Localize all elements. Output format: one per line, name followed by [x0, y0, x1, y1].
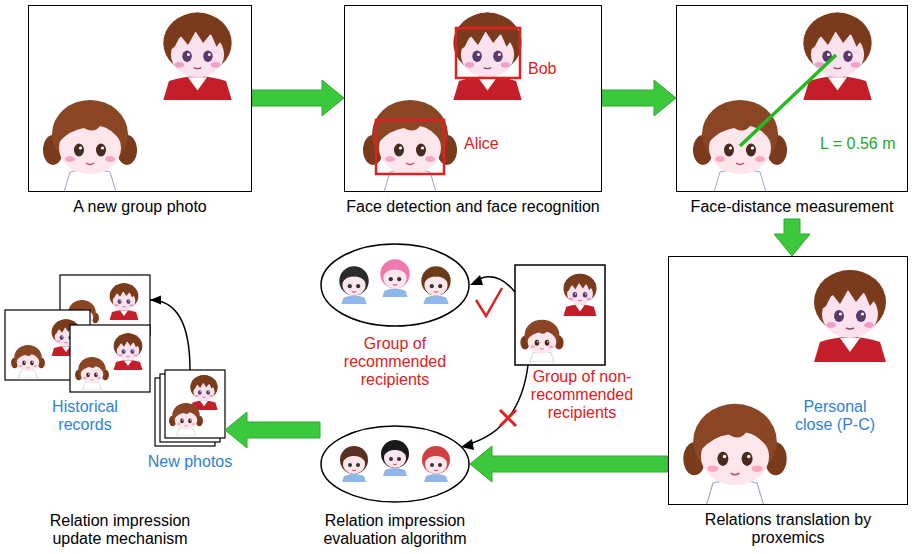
- proxemics-figure: [683, 270, 886, 505]
- new-photo-stack: [155, 370, 225, 446]
- photo-panel: Face-distance measurement L = 0.56 m: [676, 5, 908, 219]
- arrow-body: [225, 412, 320, 448]
- avatar: [381, 440, 409, 476]
- arrow-body: [252, 80, 344, 116]
- stack-label: New photos: [145, 453, 235, 471]
- distance-line: [740, 55, 836, 146]
- photo-panel: Relations translation by proxemics Person…: [668, 256, 908, 550]
- boy-figure: [803, 13, 871, 100]
- ellipse-shape: [321, 426, 469, 502]
- block-arrow: [252, 80, 344, 116]
- photo-stack: Historical records: [5, 275, 150, 392]
- distance-label: L = 0.56 m: [820, 135, 906, 153]
- curve-line: [150, 300, 190, 370]
- caption: A new group photo: [28, 198, 252, 216]
- photo-panel: Face detection and face recognition BobAl…: [344, 5, 602, 219]
- recommend-arrow: [470, 275, 515, 316]
- distance-figure: [693, 13, 872, 192]
- block-arrow: [774, 219, 810, 256]
- name-label: Alice: [464, 135, 534, 153]
- ellipse-outline: [320, 243, 470, 327]
- girl-figure: [683, 404, 786, 505]
- stage-caption: Relation impression evaluation algorithm: [305, 512, 485, 548]
- photo-frame: [344, 5, 602, 192]
- group-photo-figure: [43, 13, 232, 192]
- avatar: [340, 446, 368, 482]
- caption: Face-distance measurement: [676, 198, 908, 216]
- caption: Relations translation by proxemics: [668, 511, 908, 547]
- relation-label: Personal close (P-C): [795, 398, 875, 434]
- block-arrow: [470, 446, 668, 482]
- avatar: [422, 446, 450, 482]
- photo-frame: [676, 5, 908, 192]
- block-arrow: [225, 412, 320, 448]
- arrow-body: [470, 446, 668, 482]
- name-label: Bob: [528, 60, 588, 78]
- arrow-body: [774, 219, 810, 256]
- boy-figure: [814, 270, 886, 362]
- stack-label: Historical records: [40, 398, 130, 434]
- photo-stack: New photos: [155, 370, 225, 446]
- group-label: Group of non-recommended recipients: [528, 368, 636, 422]
- boy-figure: [453, 13, 521, 100]
- photo-panel: A new group photo: [28, 5, 252, 219]
- curved-arrow: [150, 296, 190, 371]
- recipient-avatars: [339, 259, 450, 482]
- face-box: [376, 120, 444, 174]
- block-arrow: [602, 80, 676, 116]
- stage-caption: Relation impression update mechanism: [30, 512, 210, 548]
- boy-figure: [163, 13, 231, 100]
- boy-figure: [563, 274, 596, 316]
- avatar: [380, 259, 409, 297]
- face-detection-figure: [363, 13, 522, 192]
- face-box: [456, 28, 520, 78]
- arrow-body: [602, 80, 676, 116]
- group-ellipse: Group of recommended recipients: [320, 243, 470, 327]
- photo-frame: [28, 5, 252, 192]
- ellipse-shape: [321, 244, 469, 326]
- girl-figure: [363, 100, 457, 192]
- photo-frame: [668, 256, 908, 505]
- reject-arrow: [461, 365, 528, 450]
- historical-stack: [5, 275, 150, 392]
- evaluated-photo: [515, 265, 605, 365]
- girl-figure: [43, 100, 137, 192]
- group-label: Group of recommended recipients: [335, 335, 455, 389]
- avatar: [339, 266, 368, 304]
- cross-mark: [500, 410, 516, 426]
- girl-figure: [520, 320, 563, 362]
- check-mark: [476, 288, 502, 316]
- ellipse-outline: [320, 425, 470, 503]
- avatar: [421, 266, 450, 304]
- arrow-head: [150, 296, 161, 305]
- photo-frame: [515, 265, 605, 365]
- caption: Face detection and face recognition: [344, 198, 602, 216]
- group-ellipse: Group of non-recommended recipients: [320, 425, 470, 503]
